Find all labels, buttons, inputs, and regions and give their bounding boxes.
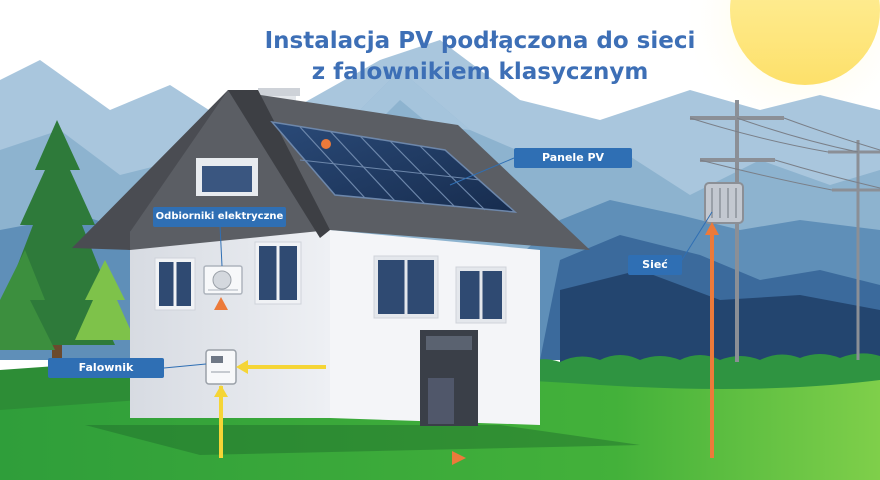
- label-panels: Panele PV: [514, 148, 632, 168]
- flow-inverter-to-grid: [214, 222, 719, 465]
- title-line-2: z falownikiem klasycznym: [311, 59, 649, 85]
- power-pole-far: [828, 140, 880, 360]
- small-pine-tree: [75, 260, 135, 340]
- leader-grid: [679, 211, 713, 264]
- window-left-2: [254, 241, 302, 305]
- door: [420, 330, 478, 426]
- inverter-device: [205, 349, 237, 385]
- hedge: [520, 353, 880, 392]
- leader-inverter: [163, 363, 207, 369]
- title-line-1: Instalacja PV podłączona do sieci: [264, 28, 696, 54]
- diagram-title: Instalacja PV podłączona do sieci z falo…: [200, 26, 760, 88]
- house-shadow: [85, 425, 640, 455]
- window-side-1: [373, 255, 439, 319]
- power-lines: [689, 117, 880, 191]
- appliance-unit: [203, 265, 243, 295]
- flow-inverter-to-appliance: [214, 297, 228, 348]
- solar-panels: [270, 120, 518, 213]
- shrub: [0, 250, 55, 350]
- dark-hill-front: [560, 270, 880, 365]
- label-inverter: Falownik: [48, 358, 164, 378]
- label-grid: Sieć: [628, 255, 682, 275]
- sun-icon: [730, 0, 880, 85]
- flow-panels-to-inverter: [236, 139, 331, 374]
- window-left-1: [154, 257, 196, 311]
- leader-appliances: [219, 224, 223, 267]
- leader-panels: [449, 157, 515, 186]
- label-appliances: Odbiorniki elektryczne: [153, 207, 286, 227]
- transformer: [704, 182, 744, 224]
- window-side-2: [455, 266, 507, 324]
